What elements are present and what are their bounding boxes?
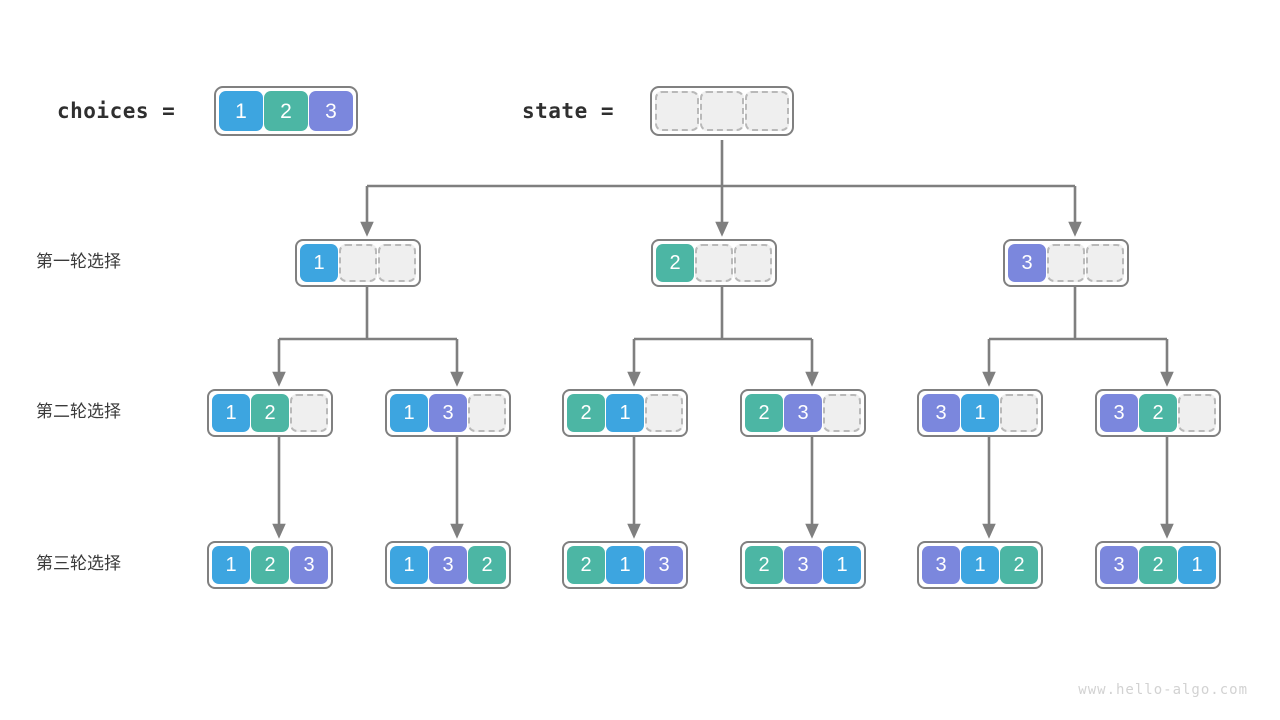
r3-c0-cell-0: 1 [212, 546, 250, 584]
r3-c3-cell-2: 1 [823, 546, 861, 584]
r2-c5-cell-1: 2 [1139, 394, 1177, 432]
r1-c0-cell-1 [339, 244, 377, 282]
r2-c0-cell-2 [290, 394, 328, 432]
r2-c5-cell-2 [1178, 394, 1216, 432]
r3-c1-cell-0: 1 [390, 546, 428, 584]
edge-round1-b-to-round2 [627, 287, 819, 387]
r2-c1-cell-0: 1 [390, 394, 428, 432]
row-label-round-1: 第一轮选择 [36, 252, 121, 271]
r3-c0-cell-1: 2 [251, 546, 289, 584]
r2-c1-cell-2 [468, 394, 506, 432]
tree-node-r1-c1: 2 [651, 239, 777, 287]
r3-c4-cell-0: 3 [922, 546, 960, 584]
watermark: www.hello-algo.com [1078, 682, 1248, 698]
r1-c2-cell-1 [1047, 244, 1085, 282]
r2-c4-cell-2 [1000, 394, 1038, 432]
r3-c1-cell-1: 3 [429, 546, 467, 584]
r2-c0-cell-0: 1 [212, 394, 250, 432]
r1-c1-cell-2 [734, 244, 772, 282]
row-label-round-3: 第三轮选择 [36, 554, 121, 573]
choices-cell-1: 2 [264, 91, 308, 131]
r3-c5-cell-1: 2 [1139, 546, 1177, 584]
state-label: state = [522, 99, 615, 123]
r2-c2-cell-1: 1 [606, 394, 644, 432]
r2-c0-cell-1: 2 [251, 394, 289, 432]
r2-c5-cell-0: 3 [1100, 394, 1138, 432]
choices-cell-2: 3 [309, 91, 353, 131]
r2-c1-cell-1: 3 [429, 394, 467, 432]
tree-node-r1-c0: 1 [295, 239, 421, 287]
r1-c1-cell-0: 2 [656, 244, 694, 282]
r2-c3-cell-0: 2 [745, 394, 783, 432]
edge-round2-to-round3 [272, 437, 1174, 539]
choices-label: choices = [57, 99, 176, 123]
r2-c2-cell-0: 2 [567, 394, 605, 432]
r3-c4-cell-2: 2 [1000, 546, 1038, 584]
tree-node-r1-c2: 3 [1003, 239, 1129, 287]
r2-c4-cell-1: 1 [961, 394, 999, 432]
r2-c4-cell-0: 3 [922, 394, 960, 432]
r3-c2-cell-0: 2 [567, 546, 605, 584]
r3-c5-cell-2: 1 [1178, 546, 1216, 584]
r2-c3-cell-2 [823, 394, 861, 432]
r2-c2-cell-2 [645, 394, 683, 432]
choices-cell-0: 1 [219, 91, 263, 131]
r1-c1-cell-1 [695, 244, 733, 282]
r1-c2-cell-0: 3 [1008, 244, 1046, 282]
r3-c5-cell-0: 3 [1100, 546, 1138, 584]
state-cell-1 [700, 91, 744, 131]
edge-round1-a-to-round2 [272, 287, 464, 387]
r1-c0-cell-0: 1 [300, 244, 338, 282]
edge-root-to-round1 [360, 140, 1082, 237]
state-cell-2 [745, 91, 789, 131]
r3-c4-cell-1: 1 [961, 546, 999, 584]
r3-c2-cell-1: 1 [606, 546, 644, 584]
r3-c3-cell-0: 2 [745, 546, 783, 584]
r3-c3-cell-1: 3 [784, 546, 822, 584]
state-cell-0 [655, 91, 699, 131]
r2-c3-cell-1: 3 [784, 394, 822, 432]
row-label-round-2: 第二轮选择 [36, 402, 121, 421]
edge-round1-c-to-round2 [982, 287, 1174, 387]
r1-c2-cell-2 [1086, 244, 1124, 282]
r3-c1-cell-2: 2 [468, 546, 506, 584]
r1-c0-cell-2 [378, 244, 416, 282]
r3-c0-cell-2: 3 [290, 546, 328, 584]
r3-c2-cell-2: 3 [645, 546, 683, 584]
state-array [650, 86, 794, 136]
